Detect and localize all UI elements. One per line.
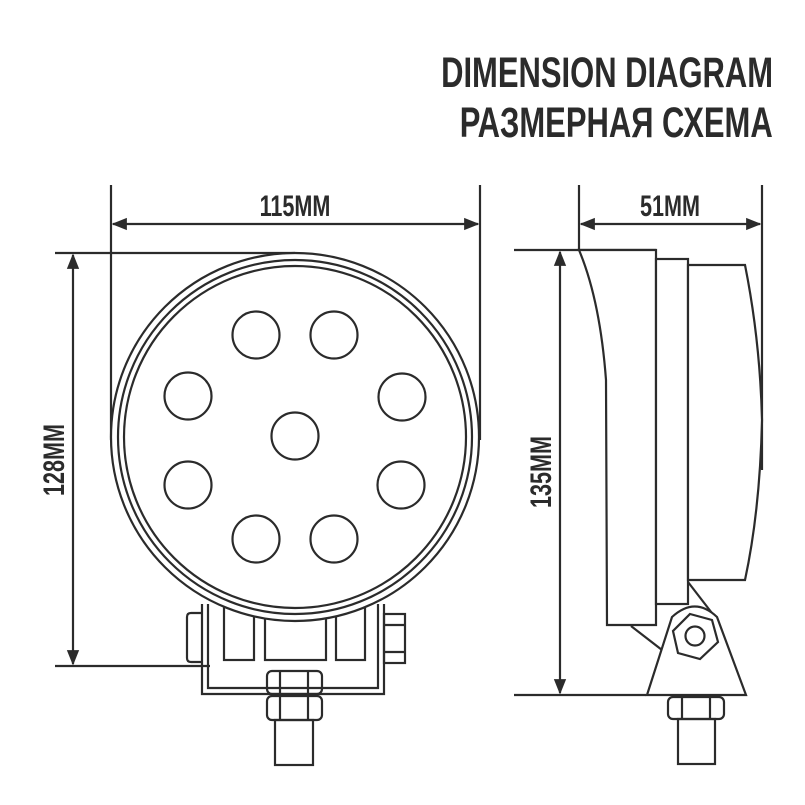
title-english: DIMENSION DIAGRAM: [441, 49, 773, 97]
led-6: [163, 460, 213, 510]
side-front-lens: [686, 263, 764, 582]
front-housing: [109, 251, 481, 623]
side-bracket-nut: [671, 612, 720, 661]
side-bottom-nut: [666, 695, 726, 721]
led-9: [309, 514, 359, 564]
led-4: [377, 372, 427, 422]
led-5-center: [270, 411, 320, 461]
side-height-label: 135MM: [523, 436, 557, 508]
front-bracket: [185, 603, 407, 767]
front-width-label: 115MM: [260, 188, 331, 222]
led-1: [231, 310, 281, 360]
front-view: [55, 185, 482, 767]
led-3: [163, 371, 213, 421]
side-middle-ring: [654, 257, 690, 606]
side-bottom-stem: [676, 717, 717, 766]
side-depth-label: 51MM: [640, 188, 700, 222]
side-bracket-mount: [645, 605, 748, 697]
side-bracket-bolt-hole: [684, 625, 706, 647]
title-russian: РАЗМЕРНАЯ СХЕМА: [460, 99, 773, 147]
side-bracket-strut-left: [630, 625, 663, 651]
led-8: [231, 514, 281, 564]
led-7: [376, 460, 426, 510]
side-back-housing: [577, 248, 658, 627]
led-2: [309, 310, 359, 360]
led-array: [163, 310, 427, 564]
front-height-label: 128MM: [36, 424, 70, 496]
side-view: [514, 185, 764, 766]
